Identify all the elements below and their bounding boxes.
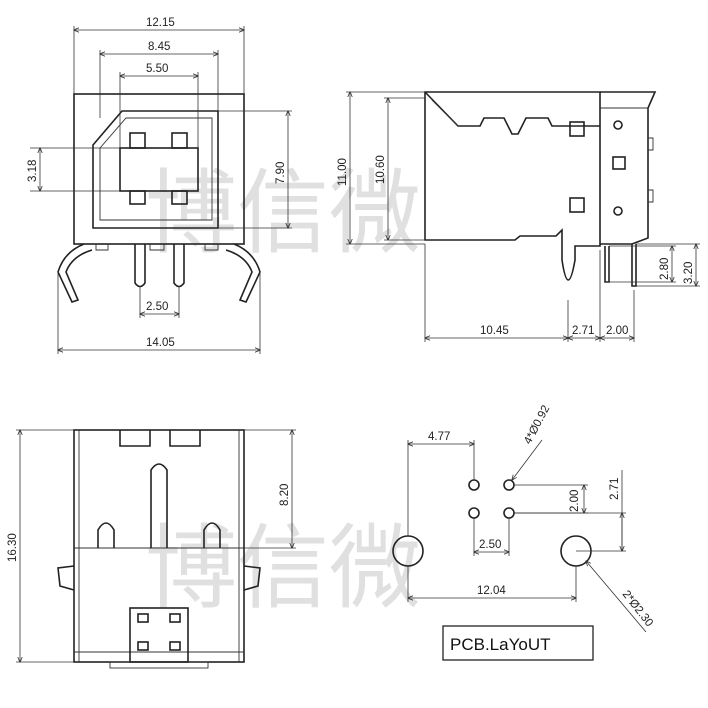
- dim-port-height: 7.90: [275, 162, 287, 184]
- side-view: 11.00 10.60 2.80 3.20 10.45 2.71 2.00: [337, 91, 700, 342]
- dim-offset-a: 2.71: [572, 325, 594, 337]
- pcb-hole-spec-small: 4*Ø0.92: [522, 404, 552, 447]
- dim-overall-width: 12.15: [146, 17, 175, 29]
- dim-pin-short: 2.80: [659, 258, 671, 280]
- dim-total-height: 11.00: [337, 158, 349, 186]
- pcb-hole: [468, 507, 480, 519]
- pcb-hole-spec-large: 2*Ø2.30: [620, 588, 655, 629]
- pcb-layout-label: PCB.LaYoUT: [450, 635, 550, 654]
- dim-inner-width: 8.45: [148, 41, 170, 53]
- watermark-bottom: 博信微: [145, 515, 421, 622]
- dim-pcb-pin-pitch: 2.50: [479, 539, 501, 551]
- pcb-layout-view: 4.77 4*Ø0.92 2.00 2.71 2.50 12.04 2*Ø2.3…: [392, 404, 655, 661]
- dim-total-length: 16.30: [7, 533, 19, 562]
- dim-pcb-offset-y: 2.71: [609, 478, 621, 500]
- bottom-view: 16.30 8.20: [7, 429, 296, 669]
- dim-pcb-mount-spacing: 12.04: [477, 585, 506, 597]
- dim-offset-b: 2.00: [606, 325, 628, 337]
- dim-body-height: 10.60: [375, 155, 387, 184]
- front-view: 12.15 8.45 5.50 3.18 7.90 2.50 14.05: [27, 17, 292, 354]
- pcb-layout-label-box: [442, 625, 594, 661]
- pcb-hole: [503, 507, 515, 519]
- dim-pcb-offset-x: 4.77: [428, 431, 450, 443]
- watermark-top: 博信微: [145, 160, 421, 267]
- dim-opening-height: 3.18: [27, 160, 39, 182]
- dim-pcb-row-spacing: 2.00: [569, 490, 581, 512]
- dim-half-length: 8.20: [279, 484, 291, 506]
- dim-opening-width: 5.50: [146, 63, 168, 75]
- pcb-hole: [503, 479, 515, 491]
- dim-pin-long: 3.20: [683, 262, 695, 284]
- dim-pin-pitch: 2.50: [146, 301, 168, 313]
- dim-body-depth: 10.45: [480, 325, 509, 337]
- dim-pin-span: 14.05: [146, 337, 175, 349]
- pcb-hole: [468, 479, 480, 491]
